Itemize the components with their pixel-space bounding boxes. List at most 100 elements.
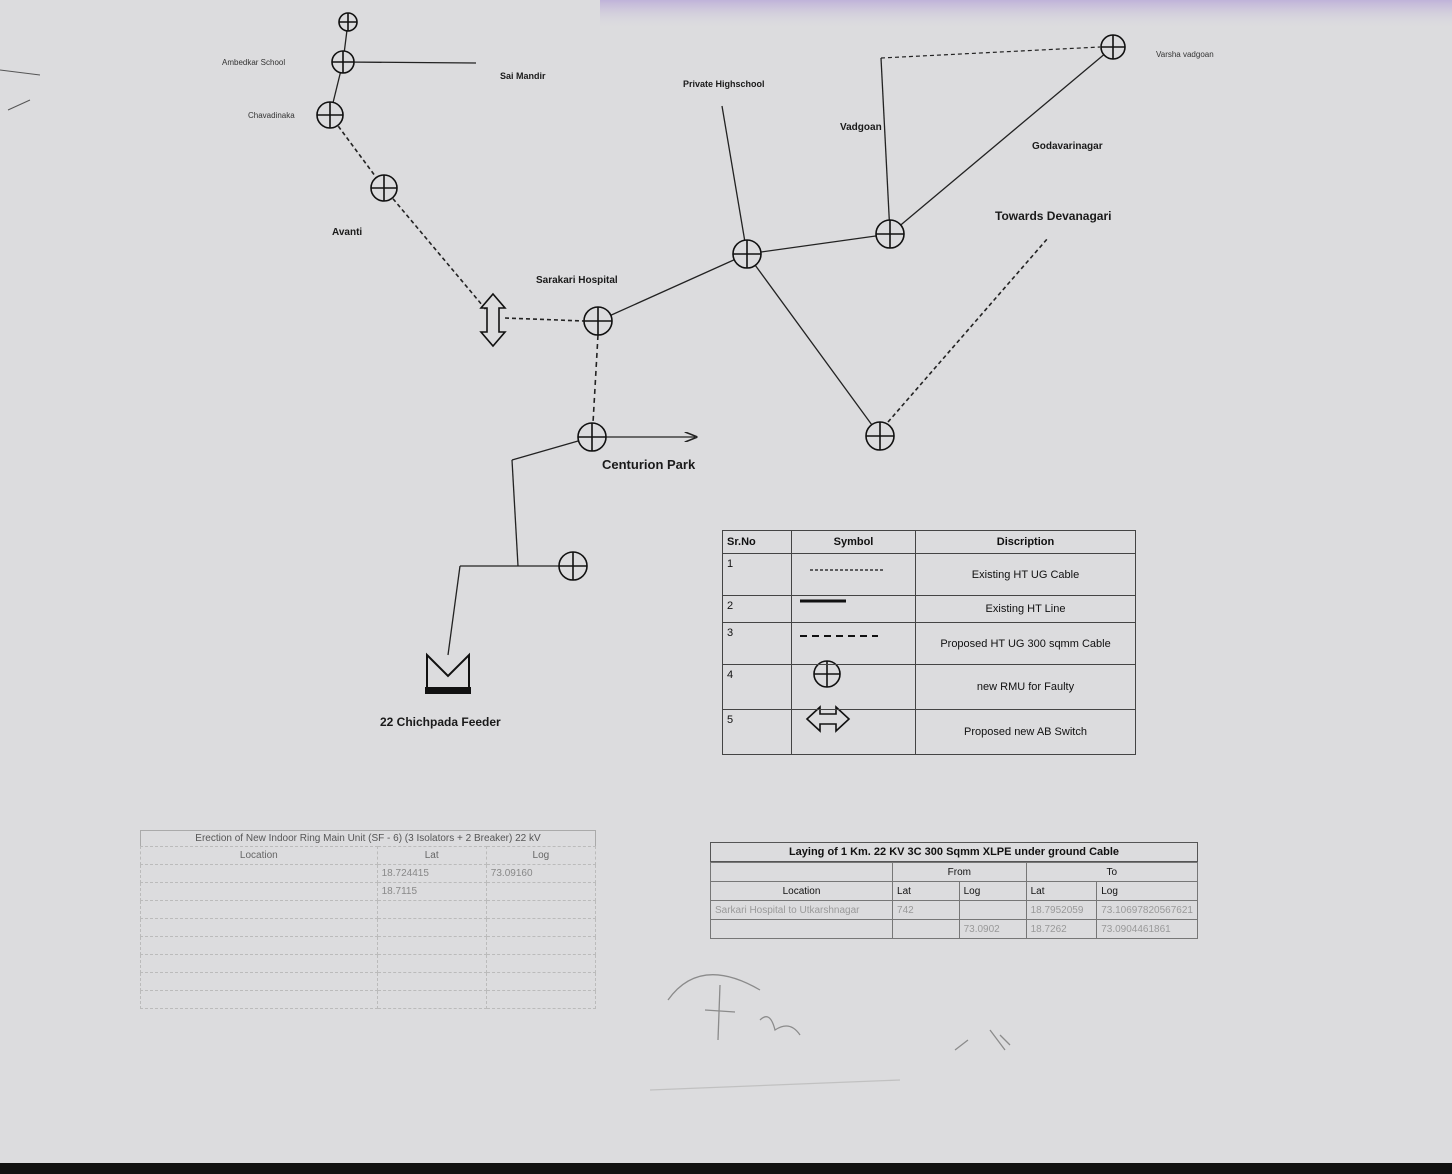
rmu-header-log: Log	[485, 846, 597, 865]
legend-header-no: Sr.No	[722, 530, 792, 554]
rmu-table: Erection of New Indoor Ring Main Unit (S…	[140, 830, 597, 1009]
rmu-location	[140, 972, 378, 991]
cable-to-log: 73.10697820567621	[1096, 900, 1198, 920]
rmu-varsha-icon	[1100, 34, 1126, 60]
legend-symbol-cell	[791, 595, 916, 623]
cable-header-from-lat: Lat	[892, 881, 960, 901]
rmu-avanti-icon	[370, 174, 398, 202]
cable-to-log: 73.0904461861	[1096, 919, 1198, 939]
legend-row: 2 Existing HT Line	[722, 595, 1136, 623]
cable-from-lat	[892, 919, 960, 939]
rmu-location	[140, 936, 378, 955]
rmu-lat	[376, 990, 487, 1009]
legend-no: 3	[722, 622, 792, 665]
rmu-chavadinaka-icon	[316, 101, 344, 129]
cable-row: Sarkari Hospital to Utkarshnagar 742 18.…	[709, 900, 1198, 920]
rmu-log	[485, 990, 597, 1009]
cable-header-location: Location	[709, 881, 894, 901]
cable-from-lat: 742	[892, 900, 960, 920]
cable-header-to-log: Log	[1096, 881, 1198, 901]
rmu-log	[485, 972, 597, 991]
legend-row: 5 Proposed new AB Switch	[722, 709, 1136, 755]
rmu-lat	[376, 954, 487, 973]
legend-header-row: Sr.No Symbol Discription	[722, 530, 1136, 554]
cable-group-blank	[709, 862, 894, 882]
rmu-lat: 18.7115	[376, 882, 487, 901]
cable-group-to: To	[1025, 862, 1199, 882]
legend-row: 1 Existing HT UG Cable	[722, 553, 1136, 596]
legend-description: new RMU for Faulty	[915, 664, 1136, 710]
rmu-log	[485, 882, 597, 901]
rmu-location	[140, 864, 378, 883]
signature-mark	[649, 974, 1011, 1091]
cable-group-from: From	[892, 862, 1027, 882]
rmu-top-icon	[338, 12, 358, 32]
cable-from-log	[958, 900, 1027, 920]
label-vadgoan: Vadgoan	[840, 122, 882, 133]
legend-header-description: Discription	[915, 530, 1136, 554]
rmu-header-row: Location Lat Log	[140, 846, 597, 865]
cable-to-lat: 18.7262	[1025, 919, 1098, 939]
rmu-row	[140, 900, 597, 919]
rmu-log	[485, 936, 597, 955]
dashed-cables	[329, 46, 1101, 424]
page-bottom-edge	[0, 1163, 1452, 1174]
label-sarakari-hospital: Sarakari Hospital	[536, 275, 618, 286]
legend-no: 5	[722, 709, 792, 755]
label-private-highschool: Private Highschool	[683, 79, 765, 89]
rmu-row	[140, 972, 597, 991]
cable-location	[709, 919, 894, 939]
label-chichpada-feeder: 22 Chichpada Feeder	[380, 715, 501, 729]
feeder-substation-icon	[425, 652, 471, 694]
cable-table-grid: From To Location Lat Log Lat Log Sarkari…	[709, 862, 1199, 939]
cable-group-row: From To	[709, 862, 1199, 882]
legend-description: Proposed new AB Switch	[915, 709, 1136, 755]
rmu-lat	[376, 936, 487, 955]
cable-row: 73.0902 18.7262 73.0904461861	[709, 919, 1198, 939]
rmu-row	[140, 936, 597, 955]
label-chavadinaka: Chavadinaka	[248, 111, 295, 120]
label-avanti: Avanti	[332, 227, 363, 238]
rmu-location	[140, 900, 378, 919]
page-corner-marks	[0, 69, 41, 111]
legend-description: Existing HT Line	[915, 595, 1136, 623]
legend-symbol-cell	[791, 622, 916, 665]
label-sai-mandir: Sai Mandir	[500, 71, 546, 81]
rmu-south-icon	[865, 421, 895, 451]
rmu-feeder-branch-icon	[558, 551, 588, 581]
legend-symbol-cell	[791, 709, 916, 755]
cable-header-to-lat: Lat	[1025, 881, 1098, 901]
ab-switch-icon	[479, 292, 507, 348]
rmu-location	[140, 954, 378, 973]
legend-no: 1	[722, 553, 792, 596]
legend-table: Sr.No Symbol Discription 1 Existing HT U…	[722, 530, 1136, 755]
rmu-row	[140, 918, 597, 937]
rmu-vadgoan-icon	[875, 219, 905, 249]
rmu-row	[140, 954, 597, 973]
label-ambedkar-school: Ambedkar School	[222, 58, 286, 67]
rmu-header-lat: Lat	[376, 846, 487, 865]
rmu-log	[485, 900, 597, 919]
cable-table-title: Laying of 1 Km. 22 KV 3C 300 Sqmm XLPE u…	[710, 842, 1198, 862]
rmu-location	[140, 882, 378, 901]
rmu-sarakari-icon	[583, 306, 613, 336]
rmu-location	[140, 990, 378, 1009]
legend-row: 3 Proposed HT UG 300 sqmm Cable	[722, 622, 1136, 665]
rmu-log	[485, 954, 597, 973]
legend-no: 2	[722, 595, 792, 623]
rmu-table-title: Erection of New Indoor Ring Main Unit (S…	[140, 830, 596, 846]
rmu-lat	[376, 900, 487, 919]
rmu-centurion-icon	[577, 422, 607, 452]
rmu-ambedkar-icon	[331, 50, 355, 74]
label-centurion-park: Centurion Park	[602, 457, 696, 472]
legend-description: Existing HT UG Cable	[915, 553, 1136, 596]
rmu-lat: 18.724415	[376, 864, 487, 883]
rmu-symbols	[316, 12, 1126, 581]
rmu-lat	[376, 972, 487, 991]
label-varsha-vadgoan: Varsha vadgoan	[1156, 50, 1214, 59]
cable-header-from-log: Log	[958, 881, 1027, 901]
cable-from-log: 73.0902	[958, 919, 1027, 939]
label-towards-devanagari: Towards Devanagari	[995, 209, 1112, 223]
